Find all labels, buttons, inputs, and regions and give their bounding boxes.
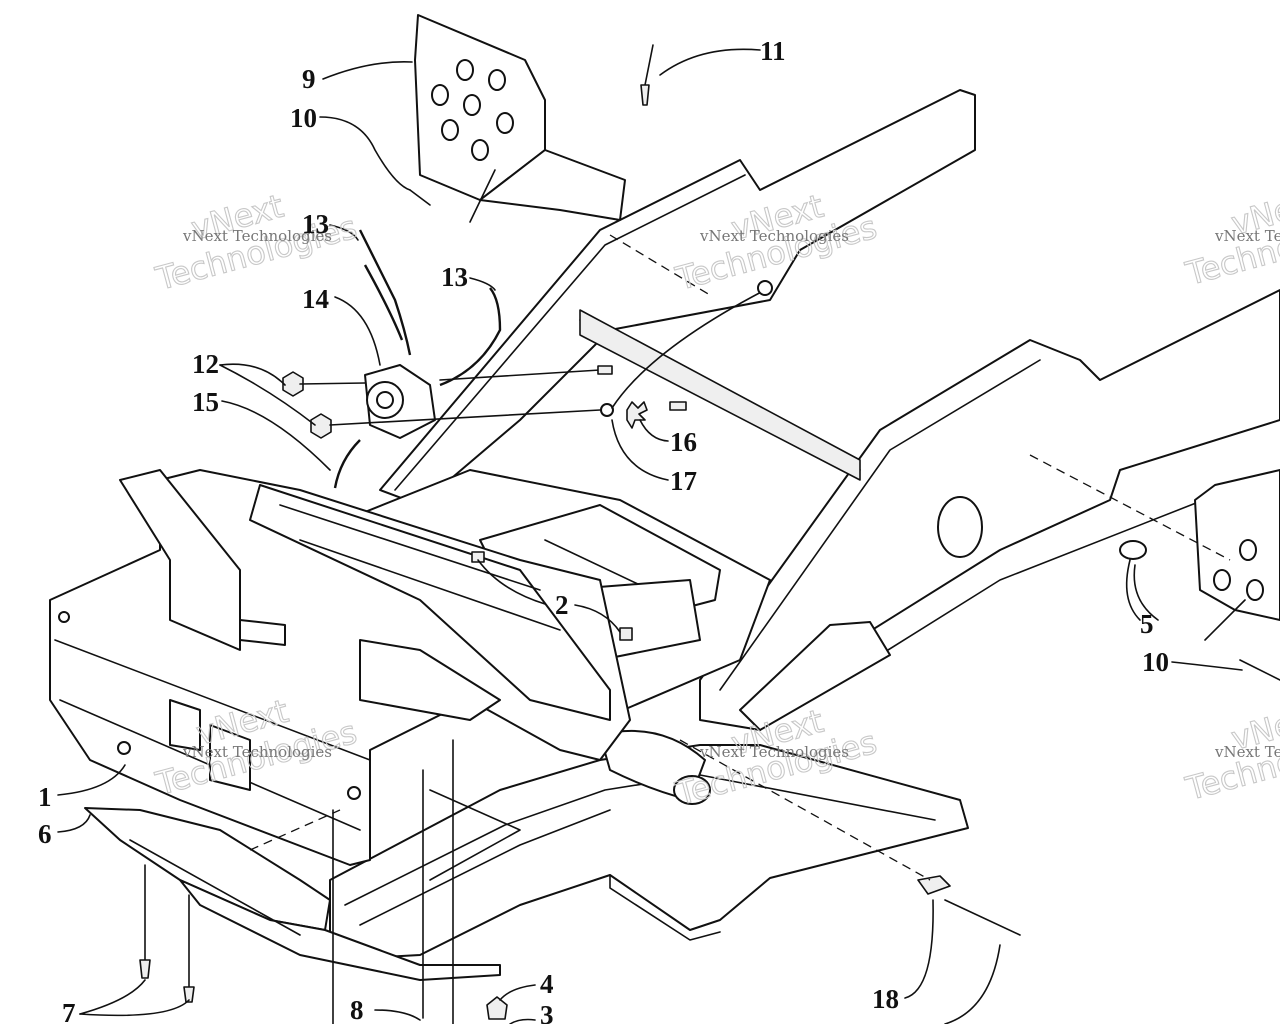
callout-7: 7 [62, 998, 76, 1024]
tunnel-left-rail [379, 89, 976, 506]
watermark-company: vNext Technologies [699, 227, 849, 245]
watermark-company: vNext Technologies [182, 743, 332, 761]
watermark-company: vNext Technologies [1214, 227, 1280, 245]
callout-numbers: 9 10 11 13 13 14 12 15 16 17 2 5 10 1 6 … [38, 36, 1169, 1024]
callout-11: 11 [760, 36, 786, 66]
watermark-company: vNext Technologies [699, 743, 849, 761]
callout-8: 8 [350, 995, 364, 1024]
callout-3: 3 [540, 1000, 554, 1024]
callout-10: 10 [290, 103, 317, 133]
callout-2: 2 [555, 590, 569, 620]
callout-1: 1 [38, 782, 52, 812]
callout-4: 4 [540, 969, 554, 999]
callout-5: 5 [1140, 609, 1154, 639]
watermark-company: vNext Technologies [182, 227, 332, 245]
callout-9: 9 [302, 64, 316, 94]
small-hardware [139, 44, 1280, 1020]
bracket-upper [414, 14, 626, 221]
skid-plate [84, 807, 501, 981]
bracket-right [1194, 469, 1280, 621]
callout-14: 14 [302, 284, 329, 314]
callout-6: 6 [38, 819, 52, 849]
callout-13: 13 [302, 209, 329, 239]
callout-13: 13 [441, 262, 468, 292]
pump-assembly [282, 229, 773, 489]
assembly-lines [249, 234, 1231, 1024]
watermark-company: vNext Technologies [1214, 743, 1280, 761]
callout-18: 18 [872, 984, 899, 1014]
callout-10: 10 [1142, 647, 1169, 677]
callout-12: 12 [192, 349, 219, 379]
leader-lines [57, 48, 1246, 1024]
callout-17: 17 [670, 466, 697, 496]
callout-15: 15 [192, 387, 219, 417]
callout-16: 16 [670, 427, 697, 457]
tunnel-right-rail [699, 289, 1280, 731]
